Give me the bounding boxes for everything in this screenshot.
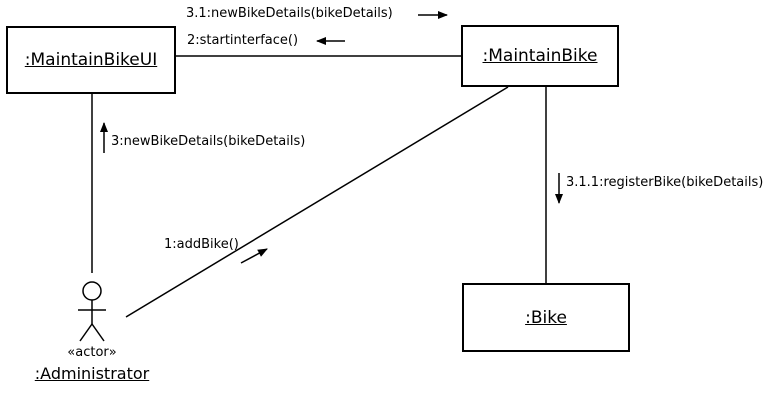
actor-stereotype: «actor» [67,345,117,360]
stick-figure-icon [78,281,106,342]
message-label-3-1: 3.1:newBikeDetails(bikeDetails) [186,6,393,21]
arrow-m1 [240,248,268,264]
object-maintainbike[interactable]: :MaintainBike [461,25,619,87]
object-name-maintainbikeui: :MaintainBikeUI [24,50,158,70]
object-name-bike: :Bike [525,307,567,328]
link-actor-control [125,86,509,318]
object-bike[interactable]: :Bike [462,283,630,352]
message-label-3: 3:newBikeDetails(bikeDetails) [111,134,306,149]
object-name-maintainbike: :MaintainBike [482,46,598,66]
message-label-3-1-1: 3.1.1:registerBike(bikeDetails) [566,175,764,190]
message-label-1: 1:addBike() [164,237,239,252]
message-label-2: 2:startinterface() [187,33,299,48]
object-maintainbikeui[interactable]: :MaintainBikeUI [6,26,176,94]
actor-name: :Administrator [34,364,150,383]
